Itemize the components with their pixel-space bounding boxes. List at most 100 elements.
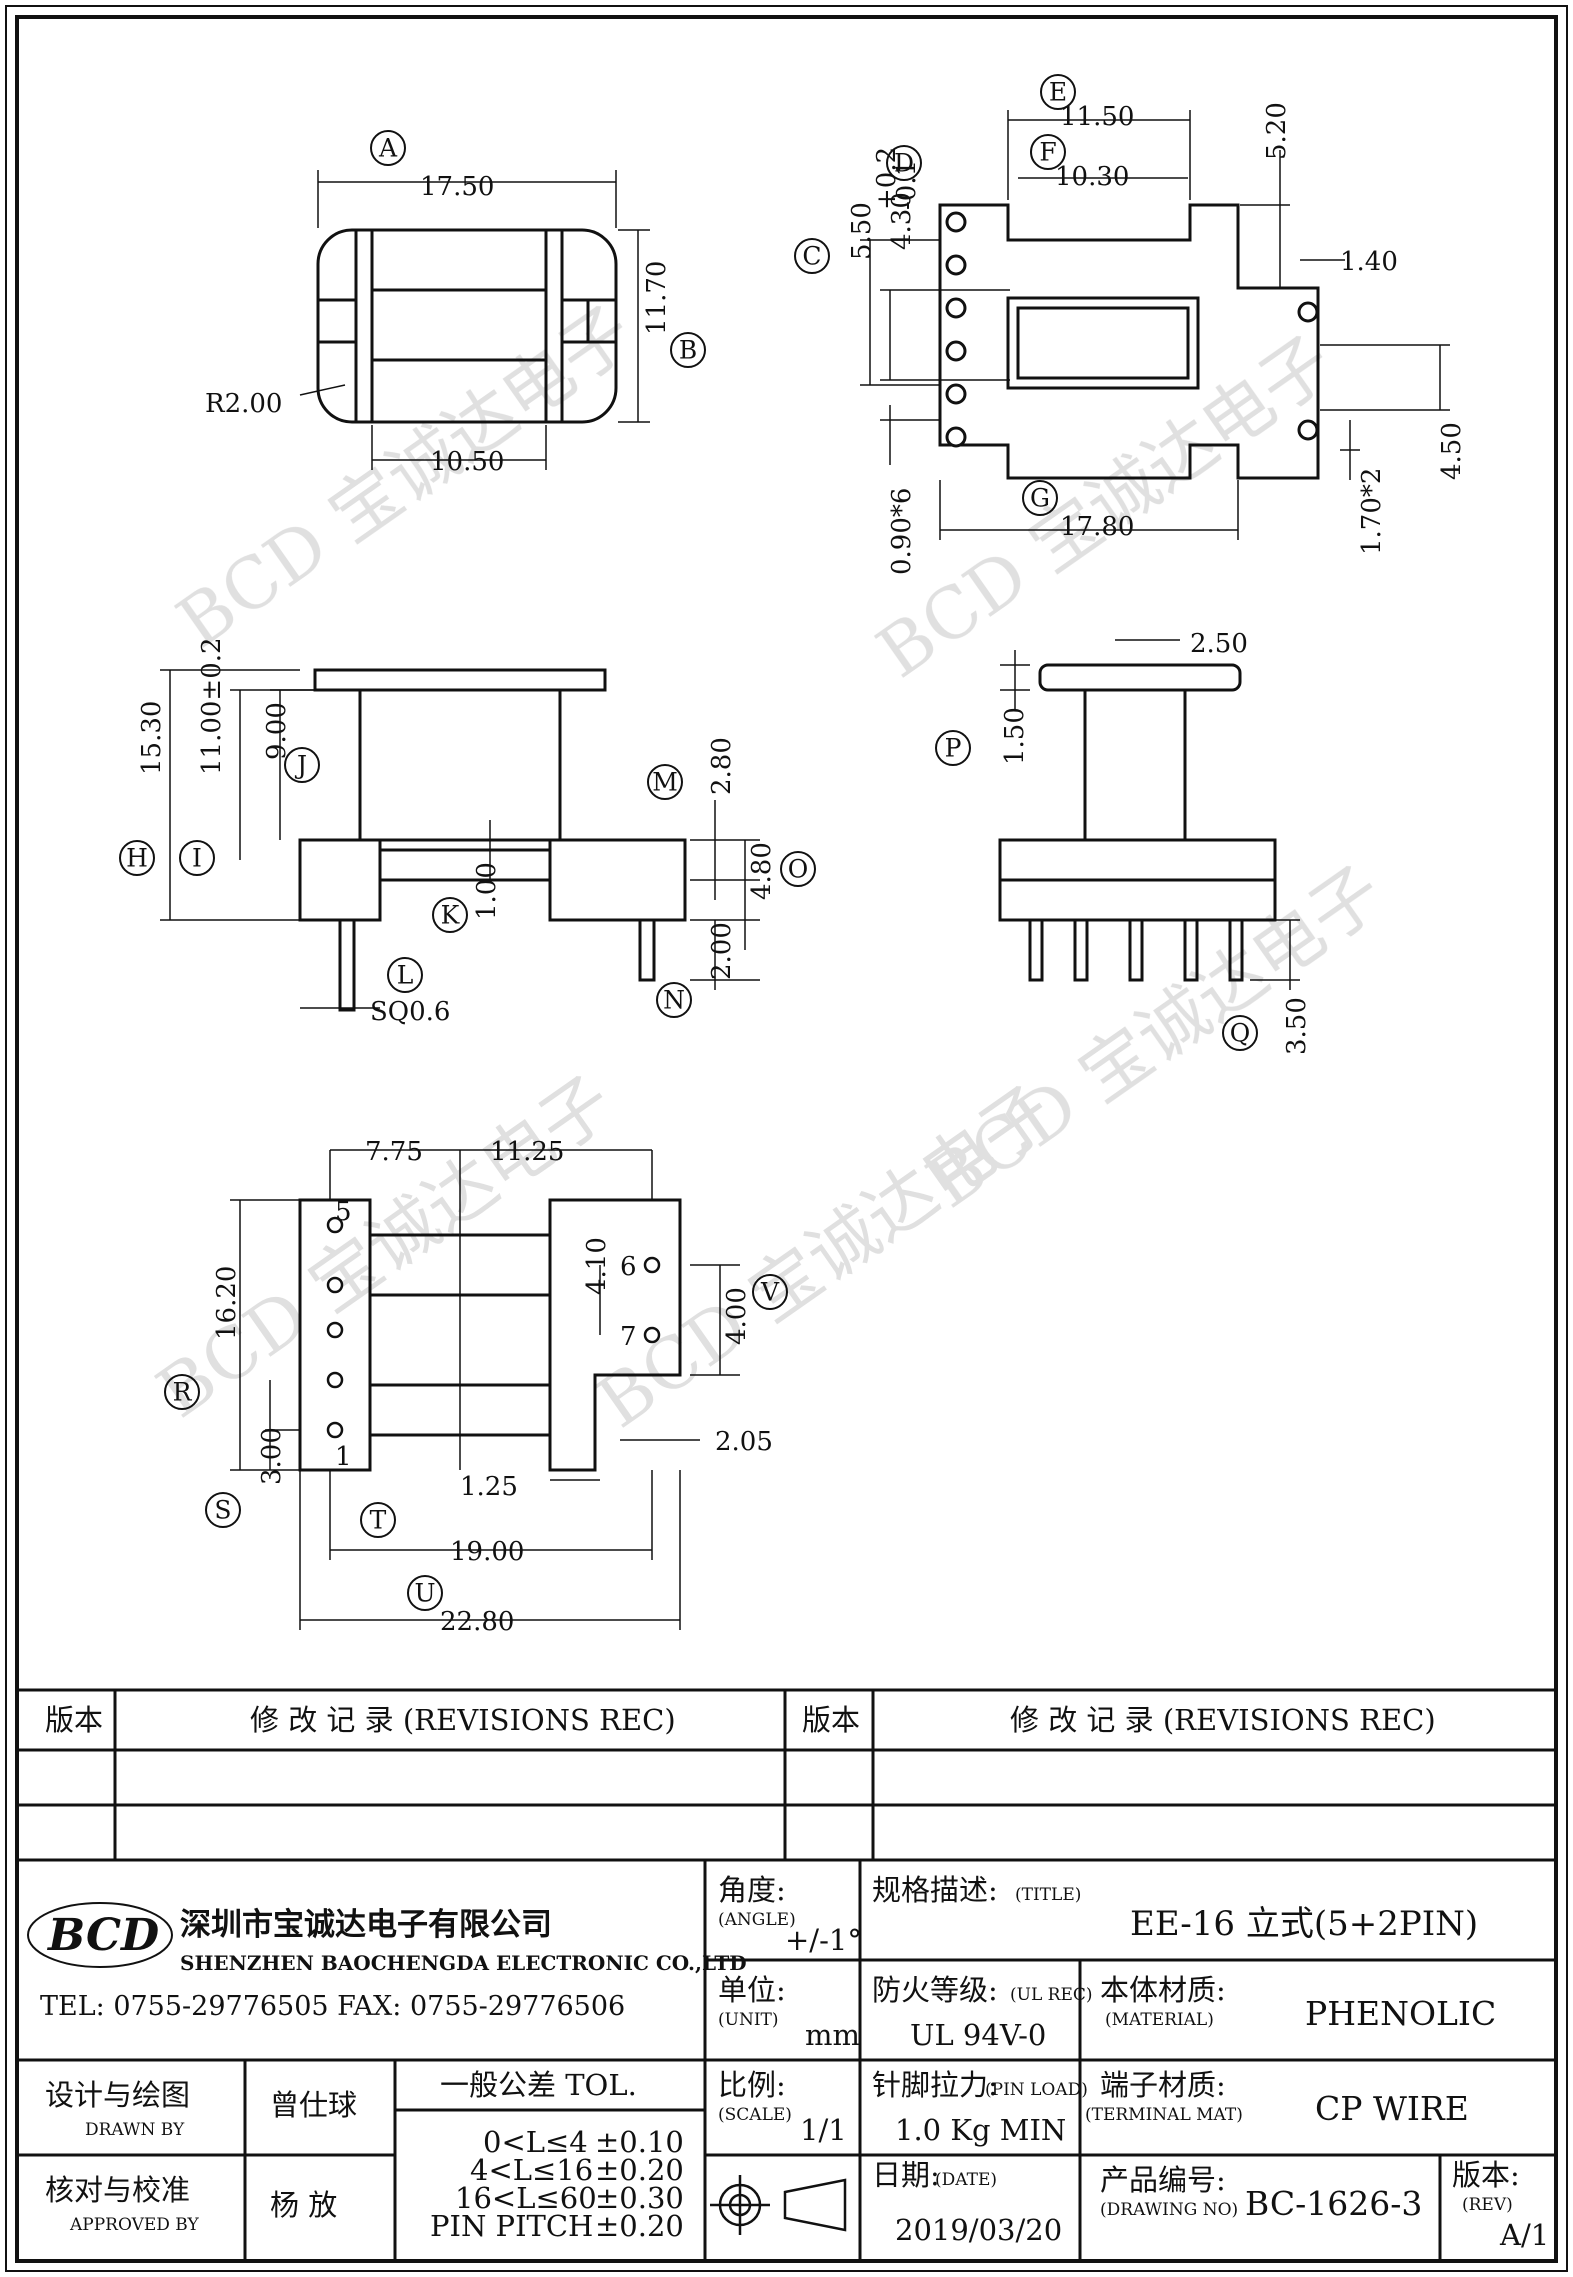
tol-range-2: 4<L≤16 (470, 2153, 593, 2187)
svg-text:BCD 宝诚达电子: BCD 宝诚达电子 (163, 290, 648, 664)
label-letter-e: E (1049, 78, 1067, 107)
company-logo: BCD (27, 1902, 173, 1968)
label-circle-s (205, 1492, 241, 1528)
label-circle-m (647, 764, 683, 800)
unit-value: mm (805, 2018, 860, 2052)
ul-value: UL 94V-0 (910, 2018, 1046, 2052)
svg-text:BCD 宝诚达电子: BCD 宝诚达电子 (913, 850, 1398, 1224)
unit-en: (UNIT) (718, 2010, 779, 2030)
terminal-value: CP WIRE (1315, 2089, 1469, 2128)
dim-q-label: 3.50 (1282, 997, 1312, 1055)
view-top-left-text: 17.50 11.70 10.50 R2.00 (205, 172, 672, 477)
drawn-value: 曾仕球 (270, 2088, 357, 2122)
dim-pitch2-label: 1.70*2 (1357, 468, 1387, 555)
drawing-no-en: (DRAWING NO) (1100, 2200, 1238, 2220)
ul-label: 防火等级: (872, 1973, 998, 2007)
dim-n-label: 2.00 (707, 922, 737, 980)
view-top-right (860, 110, 1450, 540)
date-value: 2019/03/20 (895, 2213, 1062, 2247)
dim-r3-label: 4.50 (1437, 422, 1467, 480)
pin-1-label: 1 (335, 1442, 352, 1472)
label-letter-j: J (294, 751, 307, 780)
label-letter-p: P (945, 734, 962, 763)
view-mid-left-text: 15.30 11.00±0.2 9.00 1.00 SQ0.6 2.80 4.8… (137, 637, 777, 1027)
dim-width-label: 17.50 (420, 172, 494, 202)
view-top-left (299, 170, 650, 470)
label-circle-r (164, 1374, 200, 1410)
ul-en: (UL REC) (1010, 1985, 1093, 2005)
drawing-no-label: 产品编号: (1100, 2163, 1226, 2197)
angle-value: +/-1° (785, 1923, 862, 1957)
dim-e-label: 11.50 (1060, 102, 1134, 132)
label-letter-v: V (760, 1278, 780, 1307)
label-letter-u: U (414, 1579, 435, 1608)
label-letter-b: B (679, 336, 697, 365)
terminal-label: 端子材质: (1100, 2068, 1226, 2102)
label-circle-j (284, 747, 320, 783)
rev-rec-label-left: 修 改 记 录 (REVISIONS REC) (250, 1703, 676, 1737)
label-letter-h: H (126, 844, 148, 873)
view-top-right-text: 11.50 10.30 17.80 5.20 1.40 4.50 5.50 4.… (847, 102, 1467, 575)
tol-value-3: ±0.30 (595, 2181, 684, 2215)
label-letter-q: Q (1230, 1019, 1251, 1048)
revisions-header-text: 版本 修 改 记 录 (REVISIONS REC) 版本 修 改 记 录 (R… (45, 1703, 1436, 1737)
label-circle-l (387, 957, 423, 993)
tol-value-4: ±0.20 (595, 2209, 684, 2243)
projection-symbol (710, 2175, 847, 2235)
label-letter-m: M (652, 768, 678, 797)
label-letter-i: I (192, 844, 202, 873)
view-mid-right (998, 639, 1300, 990)
label-circle-v (752, 1274, 788, 1310)
material-value: PHENOLIC (1305, 1994, 1496, 2033)
label-circle-p (935, 730, 971, 766)
scale-value: 1/1 (800, 2113, 847, 2147)
dim-radius-label: R2.00 (205, 389, 282, 419)
label-letter-l: L (397, 961, 414, 990)
label-circle-c (794, 238, 830, 274)
tol-range-1: 0<L≤4 (483, 2125, 588, 2159)
dim-height-label: 11.70 (642, 261, 672, 335)
label-letter-t: T (370, 1506, 387, 1535)
terminal-en: (TERMINAL MAT) (1085, 2105, 1243, 2125)
label-circle-f (1030, 134, 1066, 170)
company-name-en: SHENZHEN BAOCHENGDA ELECTRONIC CO.,LTD (180, 1951, 747, 1975)
pin-load-en: (PIN LOAD) (985, 2080, 1088, 2100)
label-circle-a (370, 130, 406, 166)
label-letter-k: K (441, 901, 461, 930)
tol-value-1: ±0.10 (595, 2125, 684, 2159)
material-label: 本体材质: (1100, 1973, 1226, 2007)
rev-label: 版本: (1452, 2158, 1520, 2192)
label-letter-o: O (788, 855, 809, 884)
dim-top-label: 2.50 (1190, 629, 1248, 659)
title-value: EE-16 立式(5+2PIN) (1130, 1904, 1478, 1944)
dim-b-label: 11.25 (490, 1137, 564, 1167)
pin-7-label: 7 (620, 1322, 637, 1352)
dim-inner-label: 10.50 (430, 447, 504, 477)
pin-load-value: 1.0 Kg MIN (895, 2113, 1066, 2147)
rev-value: A/1 (1499, 2218, 1549, 2252)
dim-a-label: 7.75 (365, 1137, 423, 1167)
label-circle-e (1040, 74, 1076, 110)
date-en: (DATE) (935, 2170, 997, 2190)
title-block-text: 深圳市宝诚达电子有限公司 SHENZHEN BAOCHENGDA ELECTRO… (40, 1873, 1549, 2252)
label-letter-r: R (173, 1378, 193, 1407)
label-circle-o (780, 851, 816, 887)
label-circle-h (119, 840, 155, 876)
dim-k-label: 1.00 (472, 862, 502, 920)
revisions-table (17, 1688, 1556, 1862)
scale-en: (SCALE) (718, 2105, 792, 2125)
dim-o-label: 4.80 (747, 842, 777, 900)
approved-value: 杨 放 (270, 2188, 337, 2222)
dim-j-label: 9.00 (262, 702, 292, 760)
material-en: (MATERIAL) (1105, 2010, 1214, 2030)
unit-label: 单位: (718, 1973, 786, 2007)
label-letter-g: G (1030, 484, 1050, 513)
tol-range-4: PIN PITCH (430, 2209, 593, 2243)
dim-i-label: 11.00±0.2 (197, 637, 227, 775)
dim-d-tol-lower: -0.1 (892, 160, 922, 210)
dim-w-label: 2.05 (715, 1427, 773, 1457)
dim-l-label: SQ0.6 (370, 997, 450, 1027)
date-label: 日期: (872, 2158, 940, 2192)
label-letter-c: C (802, 242, 821, 271)
